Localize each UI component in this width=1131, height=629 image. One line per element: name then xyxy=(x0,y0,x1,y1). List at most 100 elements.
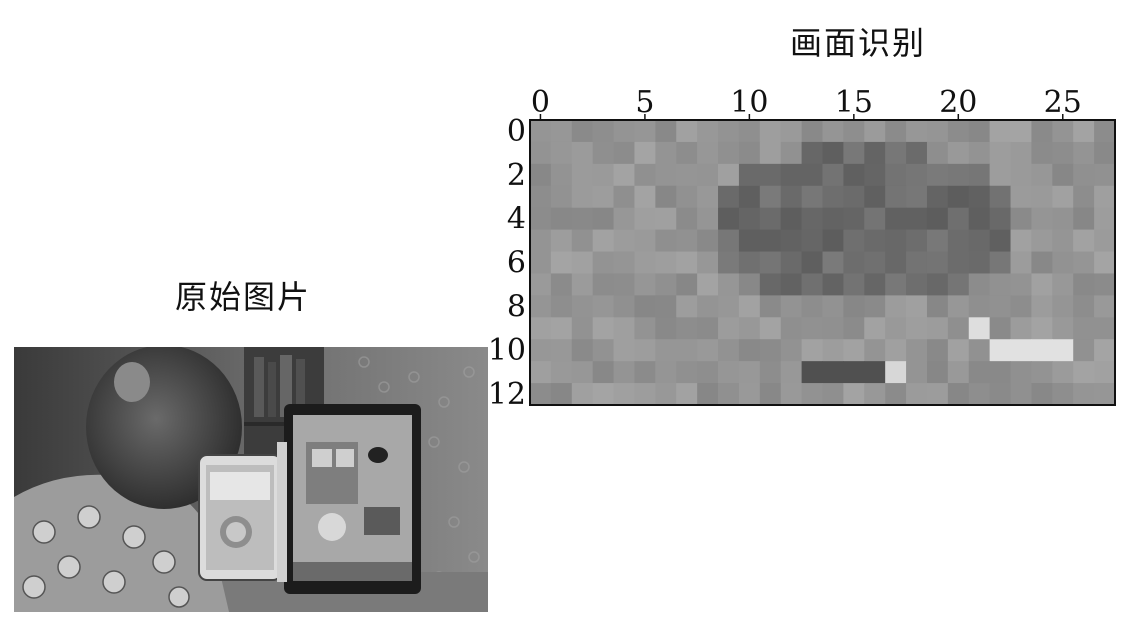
heatmap-cell xyxy=(843,383,865,406)
heatmap-cell xyxy=(592,383,615,406)
heatmap-cell xyxy=(676,383,698,406)
heatmap-cell xyxy=(550,229,573,253)
heatmap-cell xyxy=(592,141,615,165)
heatmap-cell xyxy=(1052,273,1074,296)
heatmap-cell xyxy=(676,141,698,165)
heatmap-cell xyxy=(697,361,719,384)
heatmap-cell xyxy=(885,361,907,384)
heatmap-cell xyxy=(676,339,698,362)
heatmap-cell xyxy=(1073,141,1095,165)
heatmap-cell xyxy=(801,273,823,296)
heatmap-cell xyxy=(1052,185,1074,209)
heatmap-cell xyxy=(550,207,573,231)
heatmap-cell xyxy=(885,229,907,253)
heatmap-frame xyxy=(529,119,1116,406)
heatmap-cell xyxy=(968,120,991,143)
heatmap-cell xyxy=(571,339,594,362)
heatmap-cell xyxy=(968,361,991,384)
heatmap-cell xyxy=(655,163,677,187)
heatmap-cell xyxy=(926,229,949,253)
heatmap-cell xyxy=(530,339,552,362)
heatmap-cell xyxy=(718,251,740,274)
heatmap-cell xyxy=(989,229,1012,253)
heatmap-cell xyxy=(1052,229,1074,253)
heatmap-cell xyxy=(1010,207,1032,231)
heatmap-cell xyxy=(822,207,844,231)
heatmap-cell xyxy=(1052,383,1074,406)
heatmap-cell xyxy=(906,361,928,384)
heatmap-cell xyxy=(1031,361,1053,384)
heatmap-cell xyxy=(843,339,865,362)
heatmap-cell xyxy=(613,317,635,340)
heatmap-cell xyxy=(1094,185,1116,209)
heatmap-cell xyxy=(571,273,594,296)
heatmap-cell xyxy=(1073,163,1095,187)
heatmap-cell xyxy=(1010,273,1032,296)
heatmap-cell xyxy=(1010,185,1032,209)
heatmap-cell xyxy=(718,163,740,187)
heatmap-cell xyxy=(738,141,761,165)
heatmap-cell xyxy=(571,361,594,384)
y-tick-label: 10 xyxy=(488,333,526,368)
heatmap-cell xyxy=(864,207,886,231)
heatmap-cell xyxy=(906,339,928,362)
y-tick-label: 4 xyxy=(507,202,526,237)
heatmap-cell xyxy=(947,317,970,340)
heatmap-cell xyxy=(780,317,803,340)
heatmap-cell xyxy=(571,383,594,406)
heatmap-cell xyxy=(1031,295,1053,318)
heatmap-cell xyxy=(947,229,970,253)
heatmap-cell xyxy=(676,361,698,384)
heatmap-cell xyxy=(1094,295,1116,318)
heatmap-cell xyxy=(885,317,907,340)
heatmap-cell xyxy=(947,207,970,231)
heatmap-cell xyxy=(530,163,552,187)
heatmap-cell xyxy=(906,251,928,274)
heatmap-cell xyxy=(759,295,782,318)
heatmap-cell xyxy=(697,317,719,340)
heatmap-cell xyxy=(843,251,865,274)
heatmap-cell xyxy=(926,120,949,143)
heatmap-cell xyxy=(697,207,719,231)
heatmap-cell xyxy=(1031,141,1053,165)
heatmap-cell xyxy=(864,383,886,406)
heatmap-cell xyxy=(634,207,656,231)
heatmap-cell xyxy=(989,383,1012,406)
heatmap-cell xyxy=(592,120,615,143)
heatmap-cell xyxy=(968,141,991,165)
heatmap-cell xyxy=(780,185,803,209)
heatmap-cell xyxy=(864,229,886,253)
heatmap-cell xyxy=(634,120,656,143)
heatmap-cell xyxy=(718,295,740,318)
heatmap-cell xyxy=(1010,251,1032,274)
heatmap-cell xyxy=(592,229,615,253)
heatmap-cell xyxy=(571,251,594,274)
heatmap-cell xyxy=(1010,361,1032,384)
heatmap-cell xyxy=(697,295,719,318)
heatmap-cell xyxy=(738,317,761,340)
heatmap-cell xyxy=(738,273,761,296)
heatmap-cell xyxy=(1052,361,1074,384)
heatmap-cell xyxy=(864,251,886,274)
heatmap-cell xyxy=(947,383,970,406)
heatmap-cell xyxy=(634,295,656,318)
heatmap-cell xyxy=(718,229,740,253)
heatmap-cell xyxy=(697,229,719,253)
heatmap-cell xyxy=(676,295,698,318)
heatmap-cell xyxy=(1094,229,1116,253)
heatmap-cell xyxy=(759,273,782,296)
heatmap-cell xyxy=(1094,120,1116,143)
heatmap-cell xyxy=(759,383,782,406)
heatmap-cell xyxy=(1073,273,1095,296)
heatmap-cell xyxy=(759,317,782,340)
heatmap-cell xyxy=(592,163,615,187)
heatmap-cell xyxy=(801,207,823,231)
heatmap-cell xyxy=(1094,273,1116,296)
heatmap-cell xyxy=(822,120,844,143)
heatmap-cell xyxy=(780,229,803,253)
heatmap-cell xyxy=(822,361,844,384)
heatmap-cell xyxy=(864,185,886,209)
x-tick-label: 5 xyxy=(635,85,654,120)
heatmap-cell xyxy=(989,251,1012,274)
